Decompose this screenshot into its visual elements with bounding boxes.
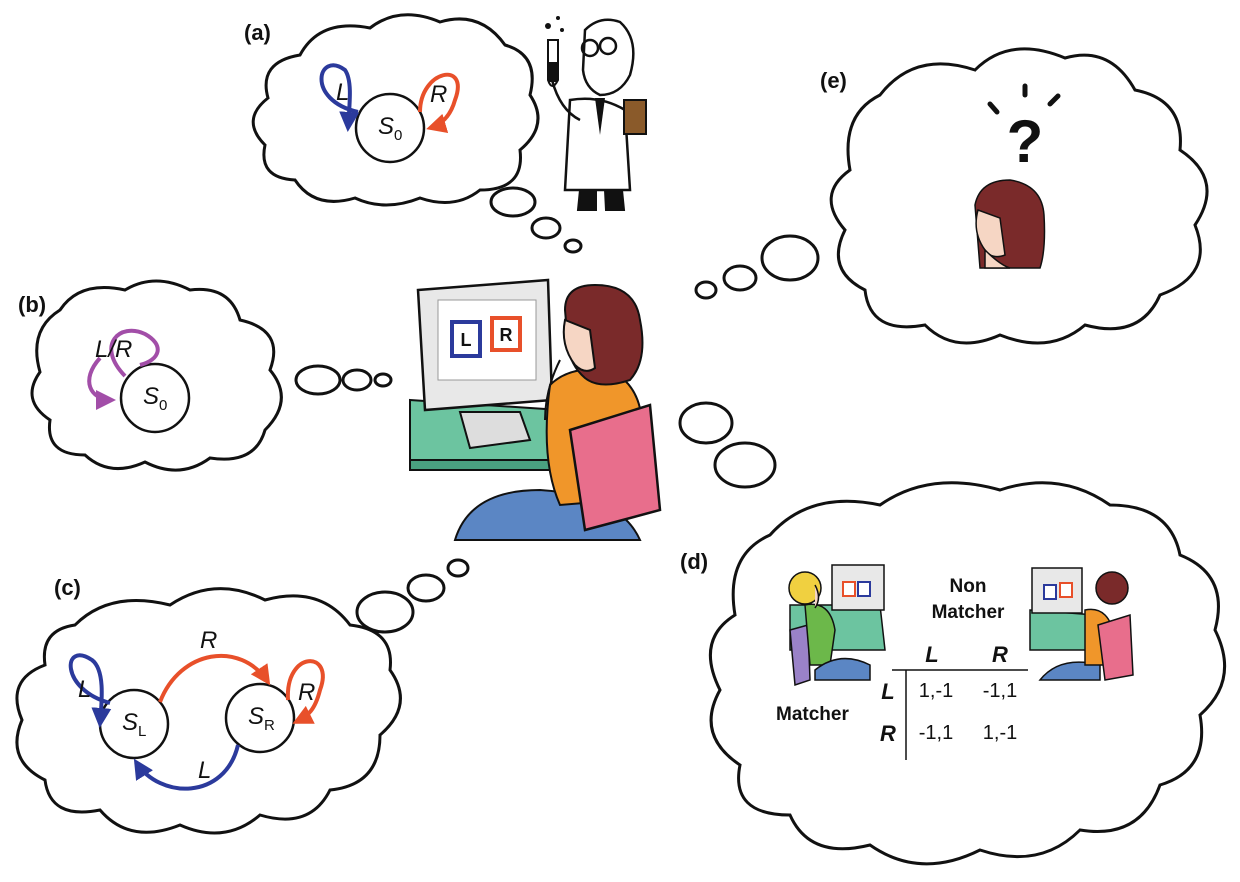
loop-l-arrow-c bbox=[68, 653, 112, 728]
panel-b-tag: (b) bbox=[18, 292, 46, 317]
thought-bubble-e-3 bbox=[760, 234, 820, 282]
edge-sr-to-sl bbox=[133, 744, 240, 791]
state-sl-label: SL bbox=[122, 709, 146, 740]
panel-a-tag: (a) bbox=[244, 20, 271, 45]
loop-r-arrow-c bbox=[285, 659, 325, 724]
thought-bubble-a-1 bbox=[489, 186, 537, 218]
thought-bubble-a-2 bbox=[530, 216, 562, 240]
row-header-l: L bbox=[881, 679, 894, 704]
edge-top-label: R bbox=[200, 627, 217, 654]
thought-bubble-c-2 bbox=[406, 573, 446, 603]
loop-r-arrow-a bbox=[418, 72, 460, 133]
thought-bubble-a-3 bbox=[563, 238, 583, 254]
loop-l-label-a: L bbox=[336, 79, 349, 106]
panel-c-tag: (c) bbox=[54, 575, 81, 600]
panel-e-tag: (e) bbox=[820, 68, 847, 93]
edge-sl-to-sr bbox=[158, 654, 271, 703]
scientist-illustration bbox=[545, 16, 647, 211]
col-header-r: R bbox=[992, 642, 1008, 667]
question-mark-icon: ? bbox=[1007, 108, 1044, 175]
thought-bubble-b-2 bbox=[341, 368, 373, 392]
screen-left-box bbox=[450, 320, 482, 358]
thought-bubble-c-1 bbox=[446, 558, 470, 578]
loop-l-label-c: L bbox=[78, 676, 91, 703]
thinking-woman-head bbox=[974, 179, 1046, 269]
thought-bubble-c-3 bbox=[355, 590, 415, 634]
panel-d: (d) Non Matcher Matcher bbox=[680, 481, 1227, 866]
nonmatcher-illustration bbox=[1029, 567, 1134, 681]
thought-bubble-d-2 bbox=[713, 441, 777, 489]
thought-bubble-e-1 bbox=[694, 280, 718, 300]
state-s0-b-label: S0 bbox=[143, 383, 167, 414]
state-s0-a-label: S0 bbox=[378, 113, 402, 144]
woman-at-computer: L R bbox=[409, 278, 662, 541]
thought-bubble-e-2 bbox=[722, 264, 758, 292]
panel-d-tag: (d) bbox=[680, 549, 708, 574]
screen-left-label: L bbox=[461, 330, 472, 350]
loop-r-label-c: R bbox=[298, 679, 315, 706]
loop-l-arrow-a bbox=[319, 63, 360, 132]
nonmatcher-label-line1: Non bbox=[950, 576, 987, 597]
edge-bottom-label: L bbox=[198, 757, 211, 784]
col-header-l: L bbox=[925, 642, 938, 667]
panel-a: (a) S0 L R bbox=[244, 13, 540, 207]
cell-l-l: 1,-1 bbox=[919, 680, 953, 702]
panel-e: (e) ? bbox=[820, 47, 1209, 345]
state-s0-b bbox=[119, 362, 191, 434]
cloud-c bbox=[15, 587, 402, 835]
state-sr-label: SR bbox=[248, 703, 275, 734]
keyboard bbox=[458, 411, 532, 450]
screen-right-label: R bbox=[500, 325, 513, 345]
thought-bubble-b-3 bbox=[373, 372, 393, 388]
row-header-r: R bbox=[880, 721, 896, 746]
panel-c: (c) SL SR L R R L bbox=[15, 575, 402, 835]
loop-r-label-a: R bbox=[430, 81, 447, 108]
cell-r-l: -1,1 bbox=[919, 722, 953, 744]
cell-l-r: -1,1 bbox=[983, 680, 1017, 702]
chair bbox=[568, 403, 662, 532]
question-rays bbox=[987, 83, 1061, 115]
matcher-illustration bbox=[788, 564, 886, 687]
nonmatcher-label-line2: Matcher bbox=[932, 602, 1005, 623]
thought-bubble-d-1 bbox=[678, 401, 734, 445]
cloud-d bbox=[708, 481, 1227, 866]
panel-b: (b) S0 L/R bbox=[18, 279, 283, 472]
screen-right-box bbox=[490, 316, 522, 352]
cell-r-r: 1,-1 bbox=[983, 722, 1017, 744]
loop-lr-arrow-b bbox=[87, 356, 116, 410]
matcher-label: Matcher bbox=[776, 704, 849, 725]
loop-lr-label-b: L/R bbox=[95, 336, 132, 363]
thought-bubble-b-1 bbox=[294, 364, 342, 396]
